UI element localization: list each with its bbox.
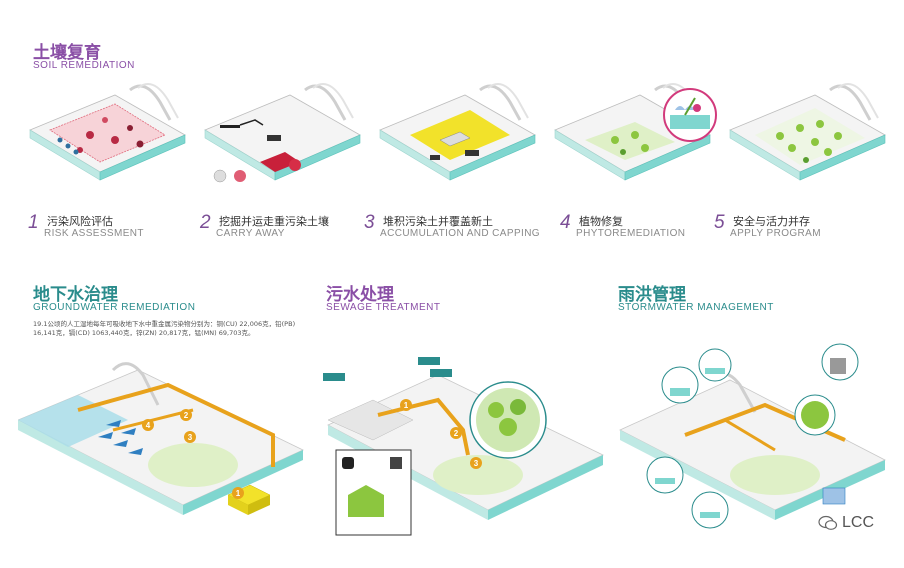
- soil-step-2-zh: 挖掘并运走重污染土壤: [219, 215, 330, 228]
- svg-text:4: 4: [146, 421, 151, 430]
- svg-text:3: 3: [188, 433, 193, 442]
- soil-step-1-diagram: [28, 82, 187, 182]
- soil-step-3-number: 3: [364, 212, 375, 233]
- svg-text:1: 1: [404, 401, 409, 410]
- svg-text:3: 3: [474, 459, 479, 468]
- svg-text:2: 2: [184, 411, 189, 420]
- soil-step-2-diagram: [203, 82, 362, 183]
- svg-text:1: 1: [236, 489, 241, 498]
- groundwater-marker-4: 4: [142, 419, 154, 431]
- soil-step-3-en: ACCUMULATION AND CAPPING: [380, 228, 540, 239]
- sewage-title-zh: 污水处理: [326, 285, 394, 305]
- soil-step-3-diagram: [378, 82, 537, 182]
- soil-step-5-zh: 安全与活力并存: [733, 215, 811, 228]
- soil-step-4-zh: 植物修复: [579, 215, 624, 228]
- soil-step-2-number: 2: [200, 212, 211, 233]
- soil-step-1-number: 1: [28, 212, 39, 233]
- soil-step-1-zh: 污染风险评估: [47, 215, 114, 228]
- groundwater-note: 19.1公顷的人工湿地每年可吸收地下水中重金属污染物分别为：铜(CU) 22,0…: [33, 320, 296, 337]
- stormwater-diagram: [619, 343, 886, 529]
- sewage-marker-2: 2: [450, 427, 462, 439]
- groundwater-marker-1: 1: [232, 487, 244, 499]
- groundwater-title-zh: 地下水治理: [33, 285, 118, 305]
- wechat-icon: [818, 515, 838, 530]
- watermark: LCC: [818, 514, 874, 532]
- groundwater-diagram: 1 2 3 4: [18, 362, 304, 515]
- storm-title-en: STORMWATER MANAGEMENT: [618, 302, 774, 313]
- groundwater-marker-3: 3: [184, 431, 196, 443]
- sewage-marker-3: 3: [470, 457, 482, 469]
- soil-step-4-en: PHYTOREMEDIATION: [576, 228, 686, 239]
- storm-title-zh: 雨洪管理: [618, 285, 686, 305]
- soil-title-zh: 土壤复育: [33, 43, 101, 63]
- soil-step-4: 4 植物修复 PHYTOREMEDIATION: [560, 212, 685, 239]
- soil-step-5: 5 安全与活力并存 APPLY PROGRAM: [714, 212, 821, 239]
- soil-step-2-en: CARRY AWAY: [216, 228, 285, 239]
- sewage-marker-1: 1: [400, 399, 412, 411]
- soil-step-5-diagram: [728, 82, 887, 182]
- groundwater-title-en: GROUNDWATER REMEDIATION: [33, 302, 196, 313]
- soil-steps-diagrams: [28, 82, 887, 183]
- watermark-label: LCC: [842, 514, 875, 531]
- sewage-diagram: 1 2 3: [323, 357, 604, 536]
- soil-step-4-diagram: [553, 82, 717, 182]
- soil-step-5-number: 5: [714, 212, 725, 233]
- groundwater-marker-2: 2: [180, 409, 192, 421]
- soil-step-3: 3 堆积污染土并覆盖新土 ACCUMULATION AND CAPPING: [364, 212, 540, 239]
- soil-step-4-number: 4: [560, 212, 571, 233]
- svg-text:2: 2: [454, 429, 459, 438]
- soil-step-3-zh: 堆积污染土并覆盖新土: [383, 215, 494, 228]
- soil-step-2: 2 挖掘并运走重污染土壤 CARRY AWAY: [200, 212, 329, 239]
- soil-title-en: SOIL REMEDIATION: [33, 60, 135, 71]
- sewage-title-en: SEWAGE TREATMENT: [326, 302, 441, 313]
- soil-step-5-en: APPLY PROGRAM: [730, 228, 821, 239]
- soil-step-1-en: RISK ASSESSMENT: [44, 228, 144, 239]
- soil-step-1: 1 污染风险评估 RISK ASSESSMENT: [28, 212, 144, 239]
